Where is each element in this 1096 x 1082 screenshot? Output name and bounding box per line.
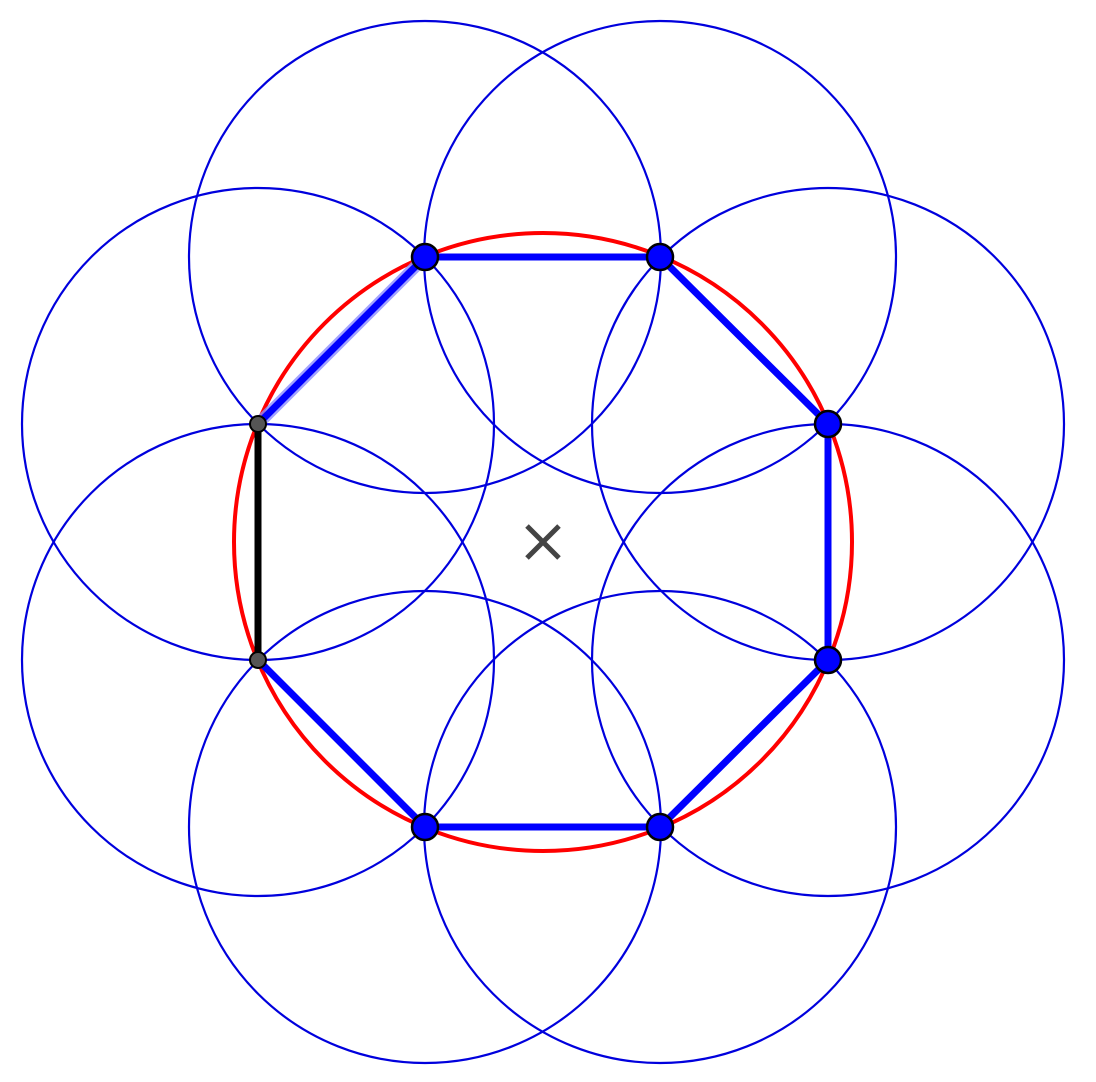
polygon-vertices [249, 242, 843, 842]
polygon-edges [252, 251, 832, 831]
base-point-1 [249, 415, 267, 433]
polygon-edge-3 [657, 254, 831, 427]
polygon-edge-1 [255, 254, 428, 427]
vertex-point-6 [410, 242, 440, 272]
base-point-2 [249, 651, 267, 669]
polygon-edge-7 [255, 657, 428, 830]
vertex-point-2 [645, 812, 675, 842]
circumcircle-layer [232, 231, 854, 853]
vertex-point-3 [813, 645, 843, 675]
vertex-point-1 [410, 812, 440, 842]
vertex-point-5 [645, 242, 675, 272]
vertex-point-4 [813, 409, 843, 439]
polygon-edge-5 [657, 657, 831, 830]
center-marker-layer [525, 524, 561, 560]
center-marker-stroke-2 [525, 524, 561, 560]
circumcircle [232, 231, 854, 853]
